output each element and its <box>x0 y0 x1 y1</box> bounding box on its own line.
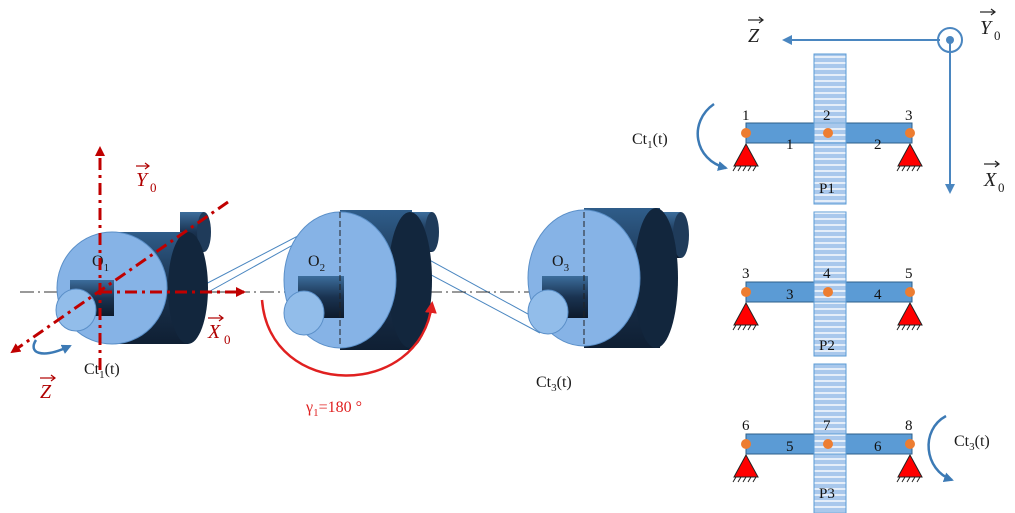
element-label: 4 <box>874 287 882 303</box>
x0-label: X 0 <box>207 314 231 347</box>
global-axes <box>10 146 246 370</box>
svg-text:X: X <box>207 321 221 343</box>
left-panel: O1 O2 O3 Y 0 X 0 Z Ct1(t) <box>10 146 689 419</box>
torque-1-label: Ct1(t) <box>84 361 120 381</box>
svg-text:0: 0 <box>224 332 231 347</box>
svg-text:Y: Y <box>136 169 149 191</box>
node-label: 1 <box>742 108 750 124</box>
node-label: 2 <box>823 108 831 124</box>
support-3-left <box>732 453 759 483</box>
element-label: 5 <box>786 439 794 455</box>
svg-text:X: X <box>983 169 997 191</box>
element-label: 1 <box>786 137 794 153</box>
svg-text:Z: Z <box>748 25 760 47</box>
gamma-arc-arrow <box>260 299 437 377</box>
z-label-right: Z <box>748 16 764 47</box>
svg-text:Z: Z <box>40 381 52 403</box>
z-axis <box>10 200 229 354</box>
node-label: 4 <box>823 266 831 282</box>
disk-2 <box>283 210 439 350</box>
element-label: 3 <box>786 287 794 303</box>
disk-3 <box>527 208 689 348</box>
svg-text:0: 0 <box>998 180 1005 195</box>
support-3-right <box>896 453 923 483</box>
plate-p1-label: P1 <box>819 181 835 197</box>
support-1-left <box>732 142 759 172</box>
node-label: 3 <box>742 266 750 282</box>
node-label: 7 <box>823 418 831 434</box>
y0-dot <box>946 36 954 44</box>
beam-row-1: 1 2 3 1 2 <box>732 108 923 172</box>
support-2-left <box>732 301 759 331</box>
element-label: 6 <box>874 439 882 455</box>
svg-text:0: 0 <box>994 28 1001 43</box>
x0-label-right: X 0 <box>983 160 1005 195</box>
support-1-right <box>896 142 923 172</box>
disk-1-label: O1 <box>92 253 109 274</box>
support-2-right <box>896 301 923 331</box>
beam-row-2: 3 4 5 3 4 <box>732 266 923 331</box>
torque-1-arrow <box>32 339 72 355</box>
element-label: 2 <box>874 137 882 153</box>
disk-2-label: O2 <box>308 253 325 274</box>
torque-1-label-right: Ct1(t) <box>632 131 668 151</box>
disk-3-label: O3 <box>552 253 570 274</box>
node-label: 5 <box>905 266 913 282</box>
node-label: 3 <box>905 108 913 124</box>
svg-text:0: 0 <box>150 180 157 195</box>
plate-p3-label: P3 <box>819 486 835 502</box>
y0-out-of-plane-symbol <box>937 27 963 53</box>
beam-row-3: 6 7 8 5 6 <box>732 418 923 483</box>
svg-text:Y: Y <box>980 17 993 39</box>
plate-p2-label: P2 <box>819 338 835 354</box>
z-label: Z <box>40 374 56 403</box>
torque-1-moment-arrow <box>696 102 728 171</box>
disk-1 <box>55 212 211 345</box>
node-label: 6 <box>742 418 750 434</box>
torque-3-moment-arrow <box>927 414 954 483</box>
torque-3-label-right: Ct3(t) <box>954 433 990 453</box>
y0-label-right: Y 0 <box>980 8 1001 43</box>
node-label: 8 <box>905 418 913 434</box>
y0-label: Y 0 <box>136 162 157 195</box>
gamma-label: γ1=180 ° <box>305 399 362 419</box>
torque-3-label-left: Ct3(t) <box>536 374 572 394</box>
right-panel: Z Y 0 X 0 P1 P2 P3 <box>632 8 1005 513</box>
